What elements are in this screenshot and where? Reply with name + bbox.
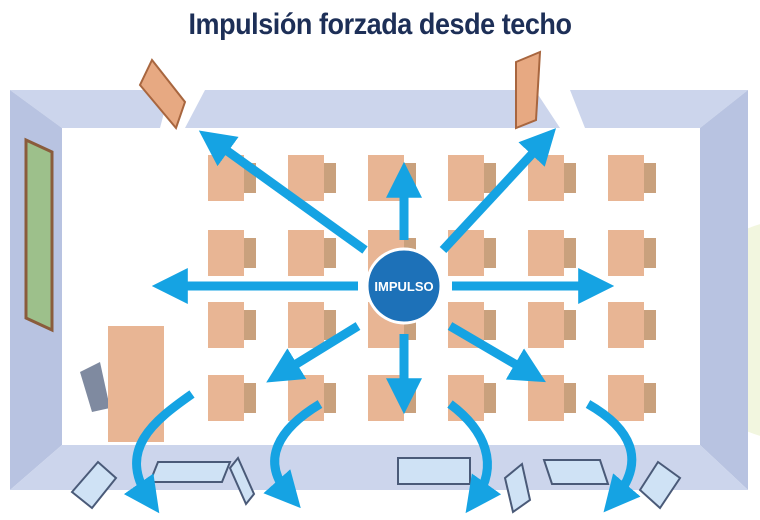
airflow-arrow-icon [585,400,641,513]
student-desk [608,375,656,421]
window-icon [638,460,682,510]
window-icon [542,459,610,485]
student-desk [288,155,336,201]
airflow-arrow-icon [263,400,323,509]
airflow-arrow-icon [447,400,502,514]
airflow-arrow-icon [447,322,546,383]
window-icon [148,461,232,483]
student-desk [608,230,656,276]
student-desk [528,302,576,348]
student-desk [608,302,656,348]
desk [528,155,564,201]
desk [528,375,564,421]
desk [288,155,324,201]
student-desk [448,155,496,201]
airflow-arrow-icon [266,322,361,383]
airflow-arrow-icon [123,390,195,514]
door-icon [138,58,187,130]
student-desk [448,230,496,276]
student-desk [608,155,656,201]
window-icon [70,460,118,510]
desk [208,230,244,276]
airflow-arrow-icon [439,128,557,254]
student-desk [288,302,336,348]
blackboard-icon [24,137,54,333]
diagram-title: Impulsión forzada desde techo [188,8,572,41]
desk [208,375,244,421]
student-desk [208,302,256,348]
desk [288,230,324,276]
student-desk [528,375,576,421]
student-desk [528,230,576,276]
airflow-arrows [123,128,641,514]
impulso-hub: IMPULSO [365,247,443,325]
student-desk [288,230,336,276]
window-icon [397,457,471,485]
desk [368,375,404,421]
airflow-arrow-icon [198,130,368,254]
window-icon [503,462,532,514]
desk [528,302,564,348]
window-icon [228,456,256,506]
windows [70,456,682,514]
desk [608,375,644,421]
student-desk [208,230,256,276]
door-icon [515,50,542,130]
student-desk [208,375,256,421]
desk [448,155,484,201]
desk [608,302,644,348]
desk [608,230,644,276]
impulso-label: IMPULSO [374,279,433,294]
desk [208,302,244,348]
desk [528,230,564,276]
desk [368,155,404,201]
desk [608,155,644,201]
desk [288,302,324,348]
